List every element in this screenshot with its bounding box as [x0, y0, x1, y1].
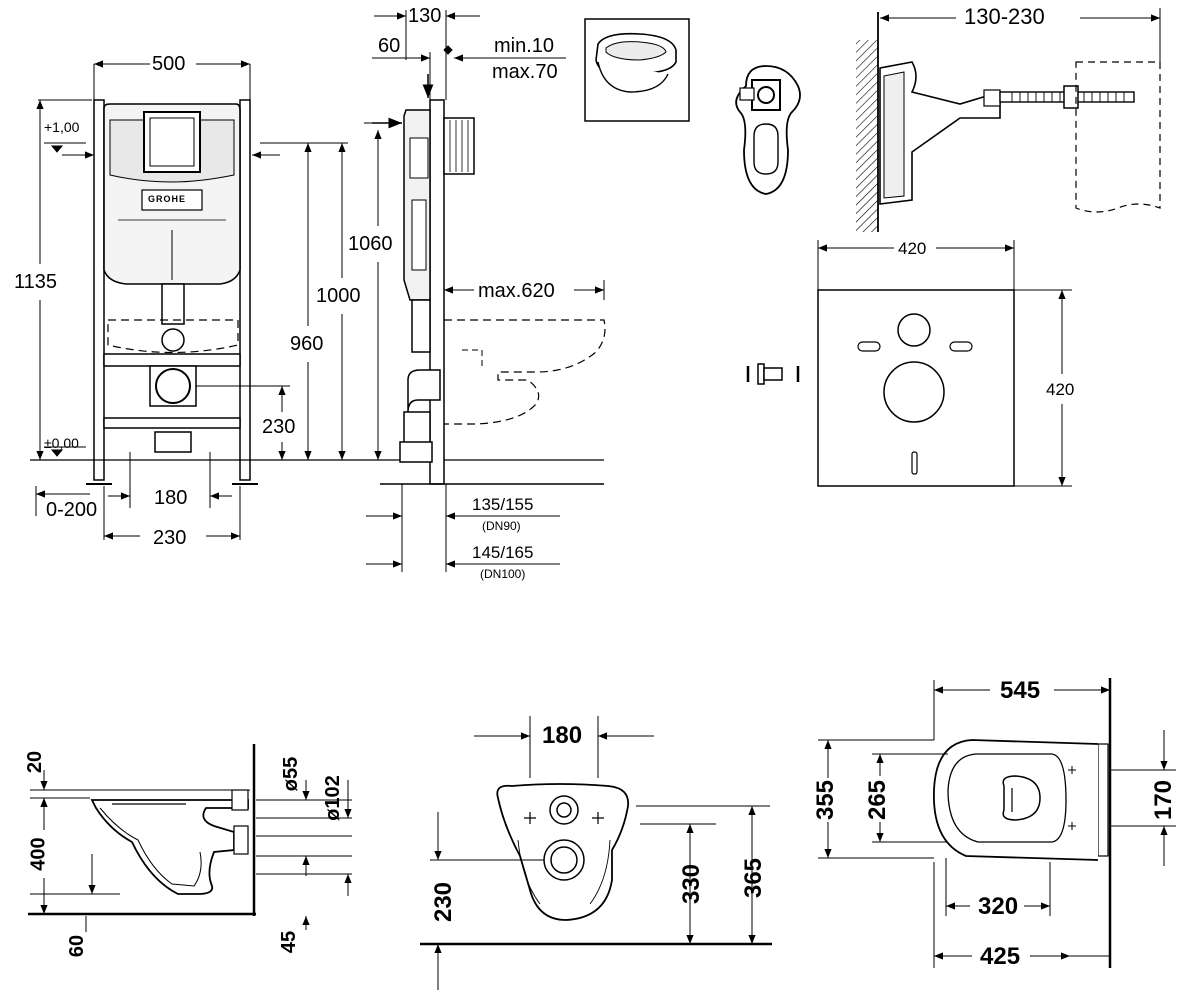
- frame-front-view: [86, 99, 258, 485]
- max-620-label: max.620: [478, 280, 555, 302]
- bowl-side-102-label: ø102: [321, 775, 344, 821]
- dn90-label: (DN90): [482, 519, 521, 533]
- front-width-180-label: 180: [154, 487, 188, 509]
- bowl-top-545-label: 545: [1000, 677, 1041, 704]
- side-depth-60-label: 60: [378, 35, 401, 57]
- front-width-label: 500: [152, 53, 186, 75]
- bowl-side-55-label: ø55: [280, 756, 303, 792]
- plate-height-label: 420: [1046, 380, 1075, 399]
- frame-side-view: [372, 74, 606, 485]
- dn100-label: (DN100): [480, 567, 526, 581]
- bowl-side-60-label: 60: [66, 934, 89, 958]
- bowl-top-320-label: 320: [978, 893, 1019, 920]
- min-depth-label: min.10: [494, 35, 555, 57]
- side-height-1000-label: 1000: [316, 285, 361, 307]
- level-top-label: +1,00: [44, 119, 80, 135]
- frame-front-dimensions: [30, 60, 604, 540]
- side-height-1060-label: 1060: [348, 233, 393, 255]
- bowl-back-330-label: 330: [678, 863, 706, 905]
- plate-width-label: 420: [898, 239, 927, 258]
- bowl-back-365-label: 365: [740, 857, 768, 899]
- front-width-230-label: 230: [153, 527, 187, 549]
- insulation-plate: [817, 240, 1072, 487]
- bolt-detail: [735, 8, 1161, 232]
- dim-135-155-label: 135/155: [472, 495, 534, 514]
- bowl-top-170-label: 170: [1150, 779, 1178, 821]
- frame-side-dimensions: [364, 10, 605, 572]
- grohe-logo: GROHE: [148, 194, 187, 204]
- bowl-side-20-label: 20: [24, 750, 47, 774]
- bowl-back-180-label: 180: [542, 722, 583, 749]
- range-0-200-label: 0-200: [46, 499, 98, 521]
- bowl-back-view: [420, 716, 772, 990]
- bowl-top-425-label: 425: [980, 943, 1021, 970]
- bowl-top-355-label: 355: [812, 779, 840, 821]
- fixing-screw-and-plug: [746, 363, 800, 385]
- bowl-side-45-label: 45: [278, 930, 301, 954]
- front-total-height-label: 1135: [14, 271, 58, 293]
- bolt-range-label: 130-230: [964, 4, 1045, 29]
- side-top-130-label: 130: [408, 5, 442, 27]
- bowl-top-view: [818, 678, 1176, 968]
- front-height-230-label: 230: [262, 416, 296, 438]
- bowl-back-230-label: 230: [430, 881, 458, 923]
- bowl-thumbnail: [584, 18, 690, 122]
- max-depth-label: max.70: [492, 61, 558, 83]
- bowl-top-265-label: 265: [864, 779, 892, 821]
- level-zero-label: ±0,00: [44, 435, 79, 451]
- bowl-side-view: [28, 744, 352, 932]
- dim-145-165-label: 145/165: [472, 543, 534, 562]
- bowl-side-400-label: 400: [27, 837, 50, 871]
- front-height-960-label: 960: [290, 333, 324, 355]
